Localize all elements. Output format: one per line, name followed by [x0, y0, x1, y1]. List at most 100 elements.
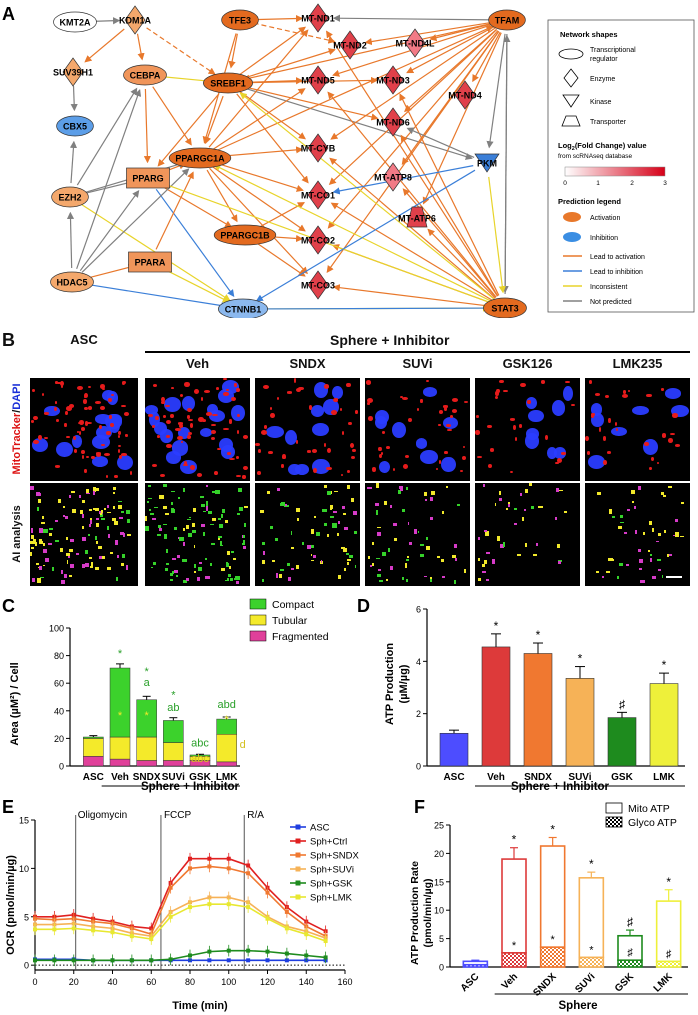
e-point: [246, 948, 251, 953]
label-ai-analysis: AI analysis: [11, 505, 23, 563]
node-srebf1: SREBF1: [203, 72, 253, 94]
edge-srebf1-mtnd6: [241, 85, 379, 121]
chart-f: F ATP Production Rate (pmol/min/µg) Sphe…: [409, 797, 688, 1012]
edge-cebpa-ppargc1a: [152, 86, 192, 146]
e-legend-label-4: Sph+GSK: [310, 879, 353, 890]
e-line-sph-ctrl: [35, 857, 326, 933]
e-xtick-label: 100: [221, 977, 236, 987]
edge-ppara-ppargc1a: [155, 171, 194, 250]
edge-kdm1a-srebf1: [146, 27, 216, 75]
f-bar-glyco-sndx: [539, 946, 566, 968]
edge-tfam-mtcyb: [330, 27, 496, 140]
legend-lead-inhibition: Lead to inhibition: [590, 269, 643, 276]
c-bar-compact-gsk: [189, 754, 211, 757]
edge-srebf1-mtnd1: [238, 26, 307, 76]
f-bar-mito-sndx: [539, 845, 566, 948]
f-ytick-label: 5: [439, 934, 444, 944]
panel-letter-c: C: [2, 596, 15, 616]
c-category-lmk: LMK: [216, 772, 238, 783]
edge-kdm1a-cebpa: [136, 33, 145, 61]
edge-stat3-mtnd6: [400, 134, 499, 297]
e-point: [149, 937, 154, 942]
e-point: [188, 866, 192, 871]
e-point: [246, 863, 251, 868]
e-legend-marker-1: [295, 838, 301, 844]
edge-srebf1-mtco1: [236, 93, 309, 184]
f-bar-mito-gsk: [617, 934, 643, 961]
node-label-mtnd4: MT-ND4: [448, 91, 482, 101]
f-inner-mark-suvi: *: [589, 944, 594, 956]
panel-letter-f: F: [414, 797, 425, 817]
edge-hdac5-cebpa: [76, 88, 142, 269]
edge-srebf1-mtnd2: [241, 48, 336, 80]
node-kdm1a: KDM1A: [119, 5, 151, 35]
edge-tfam-mtco3: [326, 31, 500, 273]
legend-diamond-shape: [563, 68, 579, 88]
f-category-suvi: SUVi: [573, 971, 597, 995]
c-ytick-label: 60: [54, 679, 64, 689]
c-legend-fragmented: Fragmented: [272, 631, 329, 643]
e-point: [207, 958, 212, 963]
e-point: [168, 914, 173, 919]
row-label-ai: AI analysis: [4, 488, 24, 588]
f-ylabel-2: (pmol/min/µg): [422, 878, 434, 947]
c-annotation-gsk_abc_inner: abc: [191, 753, 209, 765]
legend-fc-tick-2: 2: [630, 180, 634, 187]
e-point: [265, 890, 270, 895]
node-kmt2a: KMT2A: [53, 11, 97, 33]
e-point: [265, 949, 270, 954]
e-point: [168, 957, 173, 962]
edge-stat3-ctnnb1: [257, 305, 492, 313]
edge-srebf1-ppargc1a: [204, 95, 224, 145]
d-bar-lmk: [649, 683, 679, 767]
row-label-mitotracker: MitoTracker/DAPI: [4, 383, 24, 483]
d-category-gsk: GSK: [611, 772, 633, 783]
legend-activation-swatch: [563, 212, 581, 222]
legend-kinase-shape: [562, 94, 580, 108]
e-ytick-label: 5: [24, 912, 29, 922]
mitotracker-image-gsk126: [475, 378, 580, 481]
node-mtcyb: MT-CYB: [301, 133, 336, 163]
e-legend-label-1: Sph+Ctrl: [310, 837, 347, 848]
f-legend-mito-swatch: [605, 802, 623, 814]
c-bar-fragmented-lmk: [216, 761, 237, 767]
c-legend-tubular: Tubular: [272, 615, 308, 627]
d-mark-veh: *: [494, 619, 499, 633]
edge-stat3-tfam: [503, 34, 511, 295]
f-top-mark-gsk: ♯: [627, 915, 633, 929]
f-legend-glyco: Glyco ATP: [628, 817, 677, 829]
network-legend: Network shapes Transcriptional regulator…: [547, 19, 695, 313]
edge-tfe3-mtnd1: [253, 14, 304, 23]
node-mtco1: MT-CO1: [301, 180, 335, 210]
f-top-mark-suvi: *: [589, 857, 594, 871]
node-mtco3: MT-CO3: [301, 270, 335, 300]
node-label-suv39h1: SUV39H1: [53, 68, 93, 78]
c-annotation-gsk_abc: abc: [191, 738, 209, 750]
e-legend-label-0: ASC: [310, 823, 330, 834]
node-label-mtatp6: MT-ATP6: [398, 214, 436, 224]
column-label-veh: Veh: [185, 356, 210, 371]
node-ezh2: EZH2: [51, 186, 89, 208]
edge-suv39h1-cbx5: [70, 85, 78, 112]
label-dapi: DAPI: [11, 383, 23, 410]
d-category-veh: Veh: [487, 772, 505, 783]
d-mark-sndx: *: [536, 628, 541, 642]
edge-stat3-mtnd1: [326, 30, 498, 297]
e-point: [226, 948, 231, 953]
f-legend-mito: Mito ATP: [628, 803, 670, 815]
e-point: [207, 856, 212, 861]
edge-hdac5-pparg: [79, 189, 140, 272]
legend-enzyme: Enzyme: [590, 76, 615, 83]
ai-analysis-image-sndx: [255, 483, 360, 586]
e-xtick-label: 0: [32, 977, 37, 987]
f-bar-glyco-suvi: [578, 956, 605, 968]
e-ytick-label: 0: [24, 961, 29, 971]
panel-letter-a: A: [2, 4, 15, 24]
e-point: [207, 902, 212, 907]
c-bar-fragmented-asc: [83, 756, 104, 767]
e-point: [33, 958, 37, 963]
f-bar-glyco-lmk: [655, 960, 682, 968]
node-label-ctnnb1: CTNNB1: [225, 305, 262, 315]
e-point: [246, 905, 251, 910]
c-ytick-label: 40: [54, 706, 64, 716]
